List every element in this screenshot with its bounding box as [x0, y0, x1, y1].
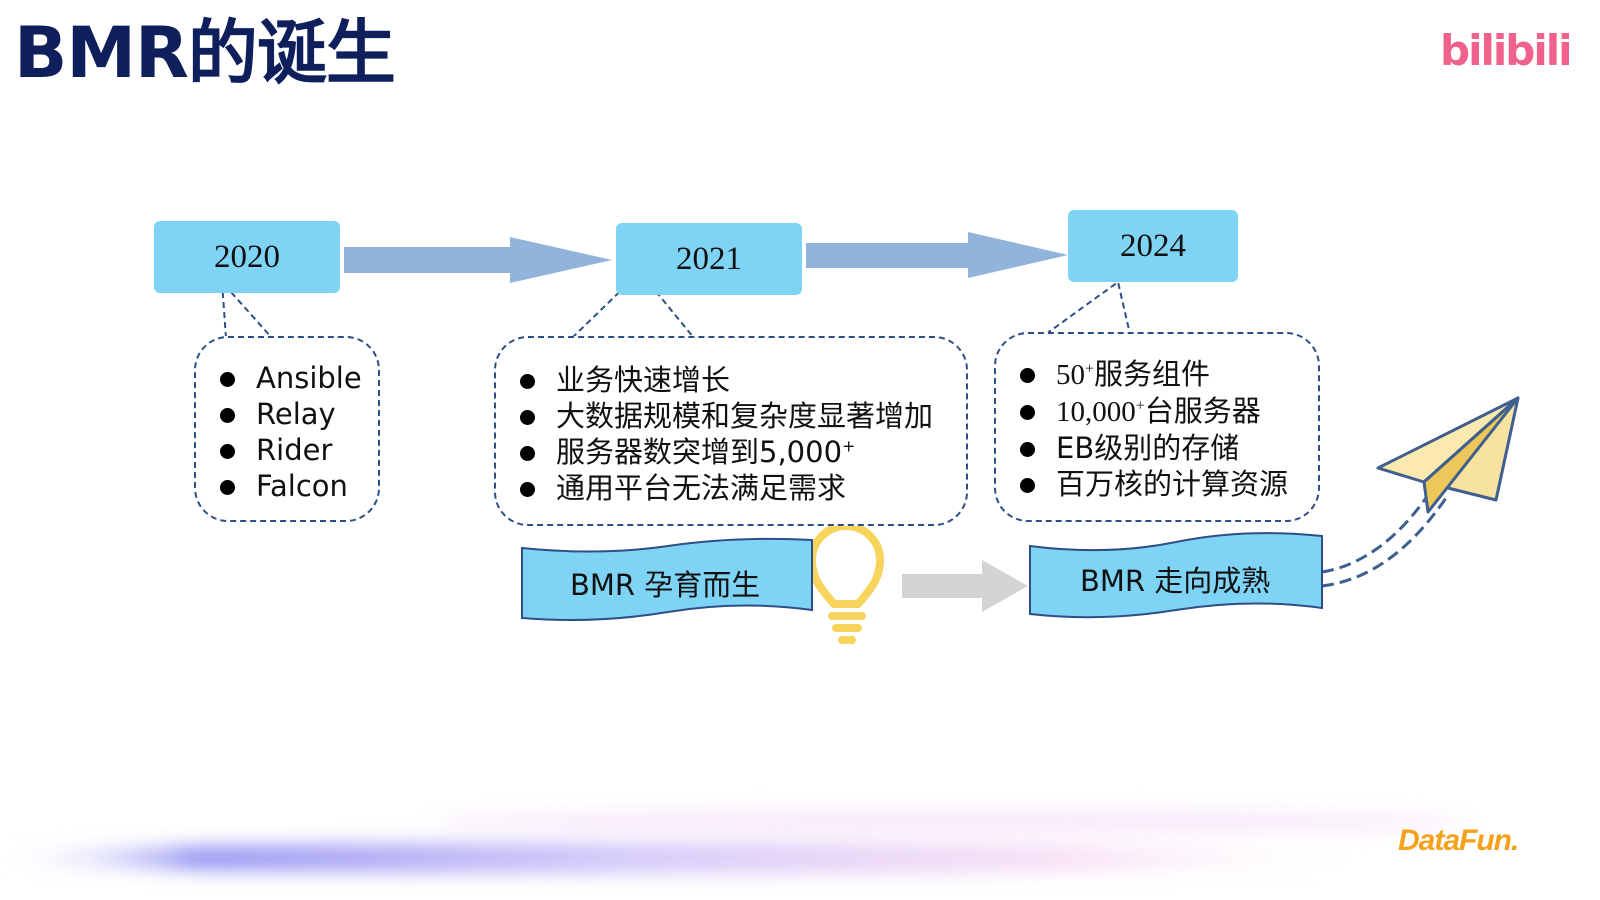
- year-label: 2024: [1120, 227, 1186, 264]
- arrow-2020-2021: [344, 237, 612, 283]
- list-item: 业务快速增长: [496, 362, 966, 398]
- paper-plane-icon: [1376, 396, 1520, 514]
- list-item: Ansible: [196, 360, 378, 396]
- arrow-right-icon: [902, 560, 1028, 612]
- banner-mature-shape: [1029, 532, 1323, 619]
- bottom-swoosh-light: [430, 810, 1470, 834]
- callout-pointer-2024: [1042, 280, 1132, 335]
- banner-born: BMR 孕育而生: [570, 568, 761, 602]
- page-title: BMR的诞生: [14, 12, 396, 94]
- year-label: 2020: [214, 238, 280, 275]
- datafun-logo: DataFun.: [1398, 824, 1519, 857]
- arrow-2021-2024: [806, 232, 1068, 278]
- banner-born-shape: [521, 537, 813, 621]
- list-item: EB级别的存储: [996, 430, 1318, 466]
- year-label: 2021: [676, 240, 742, 277]
- callout-2024: 50+服务组件 10,000+台服务器 EB级别的存储 百万核的计算资源: [994, 332, 1320, 522]
- callout-2021: 业务快速增长 大数据规模和复杂度显著增加 服务器数突增到5,000+ 通用平台无…: [494, 336, 968, 526]
- list-item: 服务器数突增到5,000+: [496, 434, 966, 470]
- plane-trail: [1321, 491, 1448, 588]
- list-item: 通用平台无法满足需求: [496, 470, 966, 506]
- year-box-2021: 2021: [616, 223, 802, 295]
- year-box-2024: 2024: [1068, 210, 1238, 282]
- lightbulb-icon: [807, 522, 885, 644]
- tool-list: Ansible Relay Rider Falcon: [196, 360, 378, 504]
- list-item: 50+服务组件: [996, 356, 1318, 393]
- list-item: Falcon: [196, 468, 378, 504]
- bottom-swoosh: [0, 842, 1420, 874]
- reason-list: 业务快速增长 大数据规模和复杂度显著增加 服务器数突增到5,000+ 通用平台无…: [496, 362, 966, 506]
- year-box-2020: 2020: [154, 221, 340, 293]
- list-item: 百万核的计算资源: [996, 466, 1318, 502]
- bilibili-logo: bilibili: [1440, 26, 1573, 75]
- scale-list: 50+服务组件 10,000+台服务器 EB级别的存储 百万核的计算资源: [996, 356, 1318, 502]
- list-item: Relay: [196, 396, 378, 432]
- list-item: 大数据规模和复杂度显著增加: [496, 398, 966, 434]
- callout-2020: Ansible Relay Rider Falcon: [194, 336, 380, 522]
- list-item: Rider: [196, 432, 378, 468]
- list-item: 10,000+台服务器: [996, 393, 1318, 430]
- banner-mature: BMR 走向成熟: [1080, 564, 1271, 598]
